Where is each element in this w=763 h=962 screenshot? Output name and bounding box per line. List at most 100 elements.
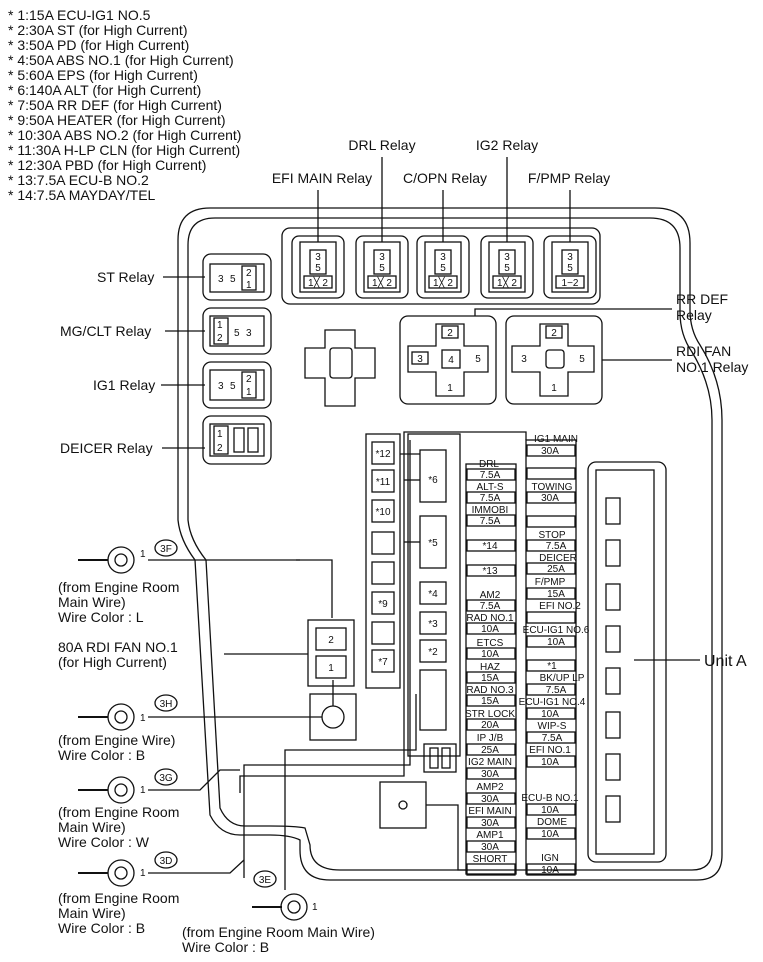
fuse-label-stop: STOP [538, 530, 565, 541]
note-12: * 12:30A PBD (for High Current) [8, 157, 206, 173]
relay-socket [304, 329, 376, 407]
fuse-label-efi-main: EFI MAIN [468, 806, 511, 817]
svg-text:3: 3 [440, 252, 446, 263]
note-6: * 6:140A ALT (for High Current) [8, 82, 201, 98]
ig1-relay: 3 5 2 1 [202, 361, 272, 409]
fuse-label-ign: IGN [541, 853, 559, 864]
fuse-slot-empty [526, 467, 576, 480]
connector-3d-desc-1: (from Engine Room [58, 890, 179, 906]
fuse-amp-towing: 30A [541, 493, 559, 504]
connector-3d-id: 3D [160, 856, 173, 867]
svg-text:5: 5 [315, 263, 321, 274]
connector-3f-pin: 1 [140, 549, 146, 560]
connector-3d-desc-2: Main Wire) [58, 905, 126, 921]
fuse-label-bkup-lp: BK/UP LP [540, 673, 585, 684]
unit-a [587, 461, 667, 863]
fuse-label-short: SHORT [473, 854, 508, 865]
fuse-label-drl: DRL [479, 459, 499, 470]
note-3: * 3:50A PD (for High Current) [8, 37, 189, 53]
svg-text:*5: *5 [428, 538, 438, 549]
large-fuse-11: *11 [371, 469, 395, 493]
large-fuse-slot [371, 561, 395, 585]
note-9: * 9:50A HEATER (for High Current) [8, 112, 226, 128]
copn-relay: 3 5 1╳ 2 [416, 235, 470, 299]
large-fuse-5: *5 [419, 515, 447, 569]
fuse-amp-1: *1 [547, 661, 557, 672]
svg-text:5: 5 [504, 263, 510, 274]
connector-3h: 1 3H (from Engine Wire) Wire Color : B [58, 694, 300, 763]
svg-text:3: 3 [379, 252, 385, 263]
copn-relay-label: C/OPN Relay [403, 170, 487, 186]
svg-text:*12: *12 [375, 449, 390, 460]
connector-3e-desc-1: (from Engine Room Main Wire) [182, 924, 375, 940]
fuse-amp-rad-no1: 10A [481, 624, 499, 635]
rdi-fan-fuse-label-2: (for High Current) [58, 654, 167, 670]
connector-3h-desc-2: Wire Color : B [58, 747, 145, 763]
svg-text:2: 2 [447, 328, 453, 339]
fuse-amp-ecu-ig1-no6: 10A [547, 637, 565, 648]
fuse-amp-wip-s: 7.5A [542, 733, 563, 744]
svg-text:1╳ 2: 1╳ 2 [433, 276, 453, 289]
fuse-label-towing: TOWING [532, 482, 573, 493]
large-fuse-slot [371, 531, 395, 555]
fuse-label-etcs: ETCS [477, 638, 504, 649]
st-relay: 3 5 2 1 [202, 253, 272, 301]
svg-text:*11: *11 [376, 477, 391, 488]
rr-def-relay-label-1: RR DEF [676, 291, 728, 307]
fuse-holder-slot [429, 747, 439, 769]
rr-def-relay: 2 3 4 5 1 [407, 323, 489, 397]
connector-3e-pin: 1 [312, 902, 318, 913]
rr-def-relay-label-2: Relay [676, 307, 712, 323]
svg-text:*6: *6 [428, 475, 438, 486]
svg-text:1: 1 [217, 429, 223, 440]
svg-text:*10: *10 [375, 507, 390, 518]
svg-text:1−2: 1−2 [562, 278, 579, 289]
connector-3h-id: 3H [160, 699, 173, 710]
connector-3g-id: 3G [159, 773, 173, 784]
svg-text:*3: *3 [428, 619, 438, 630]
connector-3e-desc-2: Wire Color : B [182, 939, 269, 955]
fuse-amp-etcs: 10A [481, 649, 499, 660]
stud-terminal-3e-bolt [398, 800, 408, 810]
connector-3f-desc-3: Wire Color : L [58, 609, 144, 625]
efi-main-relay: 3 5 1╳ 2 [291, 235, 345, 299]
fuse-notes: * 1:15A ECU-IG1 NO.5 * 2:30A ST (for Hig… [8, 7, 241, 203]
fuse-amp-amp2: 30A [481, 794, 499, 805]
connector-3g: 1 3G (from Engine Room Main Wire) Wire C… [58, 768, 240, 850]
svg-text:2: 2 [328, 635, 334, 646]
ig2-relay: 3 5 1╳ 2 [480, 235, 534, 299]
fuse-label-ecu-ig1-no4: ECU-IG1 NO.4 [519, 697, 586, 708]
ig2-relay-label: IG2 Relay [476, 137, 538, 153]
rdi-fan-relay-label-2: NO.1 Relay [676, 359, 748, 375]
fuse-label-alt-s: ALT-S [476, 482, 503, 493]
svg-text:3: 3 [315, 252, 321, 263]
svg-text:2: 2 [217, 333, 223, 344]
fuse-label-am2: AM2 [480, 590, 501, 601]
large-fuse-column-2 [407, 433, 461, 757]
fuse-label-ip-jb: IP J/B [477, 733, 504, 744]
svg-text:3: 3 [417, 354, 423, 365]
svg-text:1╳ 2: 1╳ 2 [372, 276, 392, 289]
deicer-relay: 1 2 [202, 415, 272, 465]
large-fuse-slot [419, 669, 447, 731]
fuse-slot-empty [526, 515, 576, 528]
fuse-label-deicer: DEICER [539, 553, 577, 564]
svg-text:1╳ 2: 1╳ 2 [308, 276, 328, 289]
large-fuse-9: *9 [371, 591, 395, 615]
svg-text:5: 5 [230, 381, 236, 392]
fuse-amp-ecu-b-no1: 10A [541, 805, 559, 816]
note-2: * 2:30A ST (for High Current) [8, 22, 187, 38]
fuse-label-ecu-ig1-no6: ECU-IG1 NO.6 [523, 625, 590, 636]
fuse-amp-13: *13 [482, 566, 497, 577]
connector-3e: 1 3E (from Engine Room Main Wire) Wire C… [182, 870, 375, 955]
connector-3g-desc-2: Main Wire) [58, 819, 126, 835]
svg-text:3: 3 [218, 274, 224, 285]
fuse-label-rad-no1: RAD NO.1 [466, 613, 514, 624]
fuse-label-efi-no1: EFI NO.1 [529, 745, 571, 756]
relay-socket-center [329, 347, 353, 379]
mgclt-relay: 1 2 5 3 [202, 307, 272, 355]
svg-text:1: 1 [246, 387, 252, 398]
large-fuse-3: *3 [419, 611, 447, 635]
stud-terminal-3h-bolt [321, 705, 345, 729]
svg-text:5: 5 [379, 263, 385, 274]
